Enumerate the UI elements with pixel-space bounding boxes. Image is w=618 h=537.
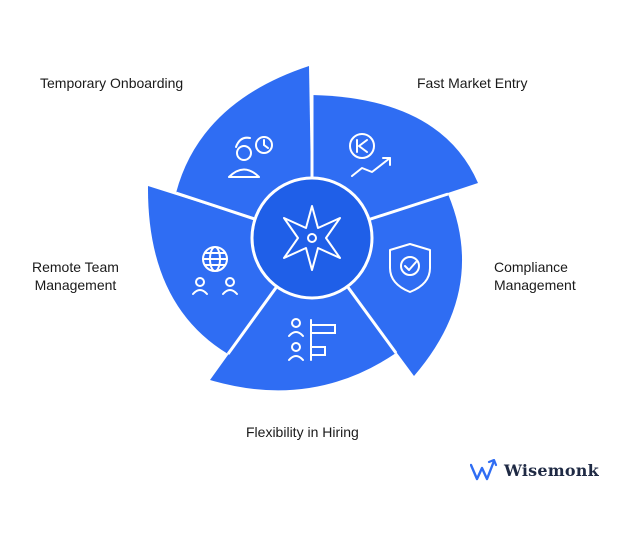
label-flexibility-in-hiring: Flexibility in Hiring — [246, 424, 359, 440]
label-remote-team-management: Remote Team Management — [32, 259, 119, 293]
compass-star-icon — [283, 205, 341, 271]
segment-flexibility-in-hiring — [210, 238, 396, 391]
label-compliance-management: Compliance Management — [494, 259, 576, 293]
people-list-icon — [288, 318, 336, 361]
center-hub — [250, 176, 374, 300]
label-fast-market-entry: Fast Market Entry — [417, 75, 528, 91]
shield-check-icon — [389, 243, 431, 293]
wisemonk-logo-icon — [470, 459, 498, 481]
globe-team-icon — [192, 246, 238, 295]
logo-text: Wisemonk — [504, 460, 599, 480]
label-temporary-onboarding: Temporary Onboarding — [40, 75, 184, 91]
currency-growth-icon — [349, 133, 391, 177]
brand-logo: Wisemonk — [470, 459, 599, 481]
person-clock-icon — [228, 136, 273, 178]
